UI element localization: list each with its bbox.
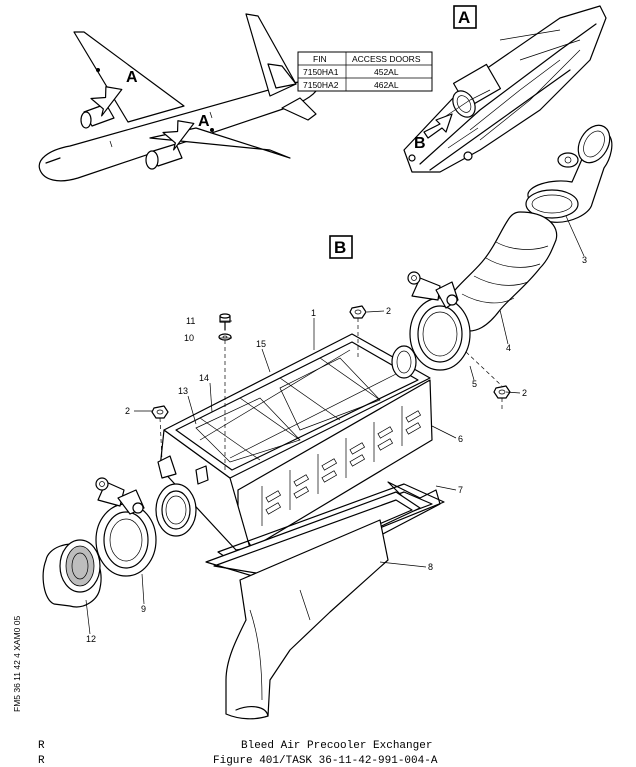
callout-14: 14 bbox=[199, 373, 209, 383]
revision-mark-1: R bbox=[38, 740, 45, 752]
aircraft-overview: A A bbox=[38, 13, 320, 182]
table-header-access-doors: ACCESS DOORS bbox=[352, 54, 421, 64]
arrow-label-a-upper: A bbox=[126, 69, 138, 86]
drawing-reference-code: FM5 36 11 42 4 XAM0 05 bbox=[12, 615, 22, 712]
view-b-label: B bbox=[334, 238, 346, 257]
figure-number: Figure 401/TASK 36-11-42-991-004-A bbox=[213, 755, 438, 767]
exhaust-duct bbox=[205, 491, 421, 720]
callout-8: 8 bbox=[428, 562, 433, 572]
callout-6: 6 bbox=[458, 434, 463, 444]
callout-1: 1 bbox=[311, 308, 316, 318]
callout-7: 7 bbox=[458, 485, 463, 495]
table-cell-fin-2: 7150HA2 bbox=[303, 80, 339, 90]
callout-13: 13 bbox=[178, 386, 188, 396]
arrow-label-b: B bbox=[414, 135, 426, 152]
elbow-duct bbox=[525, 124, 613, 223]
revision-mark-2: R bbox=[38, 755, 45, 767]
callout-3: 3 bbox=[582, 255, 587, 265]
table-cell-door-1: 452AL bbox=[374, 67, 399, 77]
clamp-lower bbox=[95, 477, 157, 577]
view-b-box: B bbox=[329, 235, 353, 259]
callout-10: 10 bbox=[184, 333, 194, 343]
clamp-upper bbox=[407, 271, 471, 371]
inlet-adapter bbox=[42, 539, 102, 608]
arrow-label-a-lower: A bbox=[198, 113, 210, 130]
access-doors-table: FIN ACCESS DOORS 7150HA1 452AL 7150HA2 4… bbox=[297, 51, 433, 92]
callout-12: 12 bbox=[86, 634, 96, 644]
table-cell-door-2: 462AL bbox=[374, 80, 399, 90]
view-a-box: A bbox=[453, 5, 477, 29]
callout-2-upper: 2 bbox=[386, 306, 391, 316]
fin-slots bbox=[261, 406, 422, 526]
figure-title: Bleed Air Precooler Exchanger bbox=[241, 740, 432, 752]
table-cell-fin-1: 7150HA1 bbox=[303, 67, 339, 77]
hardware-nuts-bolts bbox=[151, 305, 511, 470]
leader-lines bbox=[85, 215, 585, 635]
table-header-fin: FIN bbox=[313, 54, 327, 64]
callout-2-right: 2 bbox=[522, 388, 527, 398]
callout-4: 4 bbox=[506, 343, 511, 353]
callout-5: 5 bbox=[472, 379, 477, 389]
callout-11: 11 bbox=[186, 316, 195, 326]
callout-15: 15 bbox=[256, 339, 266, 349]
callout-9: 9 bbox=[141, 604, 146, 614]
callout-numbers: 1 2 2 2 3 4 5 6 7 8 9 10 11 12 13 14 15 bbox=[86, 255, 587, 644]
precooler-exchanger bbox=[155, 333, 433, 551]
callout-2-left: 2 bbox=[125, 406, 130, 416]
pylon-nacelle-view: B bbox=[403, 5, 607, 173]
footer: R R Bleed Air Precooler Exchanger Figure… bbox=[38, 740, 438, 767]
view-a-label: A bbox=[458, 8, 470, 27]
